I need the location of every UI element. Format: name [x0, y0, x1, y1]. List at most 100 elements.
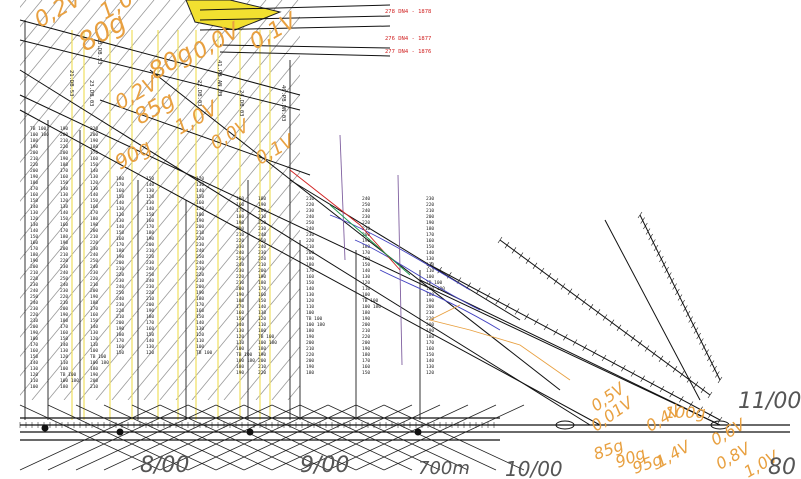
column-value: 200 — [426, 214, 434, 220]
column-value: 120 — [90, 180, 98, 186]
column-value: 160 — [30, 240, 38, 246]
track-tick — [643, 222, 648, 230]
column-lines — [24, 20, 421, 420]
hatch-line — [95, 0, 300, 400]
orange-label: 100g — [665, 403, 706, 422]
hatch-line — [640, 0, 801, 400]
yellow-lines — [71, 30, 271, 420]
track-tick — [574, 293, 580, 300]
column-title: 24.DB.03 — [238, 90, 244, 117]
column-value: 150 — [426, 352, 434, 358]
hatch-line — [175, 0, 300, 400]
column-value: 170 — [236, 304, 244, 310]
column-value: 150 — [60, 180, 68, 186]
hatch-line — [688, 0, 801, 400]
column-value: 150 — [362, 370, 370, 376]
diagonal-track — [419, 279, 721, 426]
hatch-line — [20, 0, 219, 400]
column-value: 180 — [146, 230, 154, 236]
track-tick — [560, 283, 566, 290]
track-tick — [637, 340, 643, 347]
column-value: 160 — [236, 202, 244, 208]
track-tick — [717, 416, 723, 424]
column-value: 120 — [258, 316, 266, 322]
track-tick — [543, 323, 549, 331]
column-value: 180 — [30, 180, 38, 186]
column-value: 250 — [236, 256, 244, 262]
annotation-stroke — [354, 239, 481, 311]
column-value: 240 — [116, 284, 124, 290]
column-value: 210 — [196, 230, 204, 236]
column-value: 190 — [90, 222, 98, 228]
column-value: 140 — [116, 200, 124, 206]
fan-line — [19, 404, 161, 471]
column-value: 100 — [306, 310, 314, 316]
column-value: 170 — [236, 208, 244, 214]
column-value: 190 — [196, 290, 204, 296]
column-value: 210 — [306, 196, 314, 202]
column-value: 180 — [426, 226, 434, 232]
column-value: 140 — [236, 322, 244, 328]
column-value: 190 — [426, 328, 434, 334]
column-value: 200 — [60, 246, 68, 252]
column-value: 200 — [306, 340, 314, 346]
column-value: 210 — [90, 234, 98, 240]
column-value: 180 — [116, 248, 124, 254]
column-value: 140 — [146, 206, 154, 212]
track-tick — [653, 244, 659, 252]
hatch-line — [480, 0, 801, 400]
switch-symbol — [555, 420, 575, 430]
diagonal-track — [19, 109, 601, 426]
hatch-line — [592, 0, 801, 400]
column-value: 220 — [426, 202, 434, 208]
hatch-line — [20, 0, 203, 400]
column-value: 160 — [116, 236, 124, 242]
track-tick — [691, 321, 696, 329]
column-value: 190 — [426, 220, 434, 226]
track-tick — [709, 360, 715, 367]
column-value: 100 — [258, 328, 266, 334]
hatch-line — [20, 0, 299, 400]
column-value: 160 — [426, 238, 434, 244]
column-value: 200 — [258, 268, 266, 274]
column-value: 110 — [258, 322, 266, 328]
column-value: 190 — [306, 256, 314, 262]
fan-line — [159, 404, 301, 471]
column-value: 200 — [90, 132, 98, 138]
column-value: 150 — [146, 332, 154, 338]
track-tick — [427, 261, 433, 269]
column-value: 140 — [146, 182, 154, 188]
column-value: 200 — [306, 250, 314, 256]
column-value: 200 — [426, 322, 434, 328]
column-value: 150 — [60, 216, 68, 222]
column-value: 200 — [306, 358, 314, 364]
track-tick — [601, 354, 607, 362]
column-value: 130 — [60, 348, 68, 354]
column-value: 150 — [362, 262, 370, 268]
column-value: 230 — [362, 214, 370, 220]
column-value: 160 — [116, 344, 124, 350]
hatch-line — [20, 0, 107, 400]
hatch-line — [127, 0, 300, 400]
track-tick — [708, 411, 713, 418]
column-value: 250 — [30, 294, 38, 300]
column-value: 190 — [362, 316, 370, 322]
column-value: 110 — [196, 338, 204, 344]
hatch-line — [191, 0, 300, 400]
column-value: 210 — [146, 248, 154, 254]
column-value: 180 — [426, 292, 434, 298]
column-value: 130 — [258, 310, 266, 316]
column-value: 190 — [258, 352, 266, 358]
fan-line — [243, 404, 385, 471]
column-value: 180 — [258, 346, 266, 352]
column-value: 200 — [196, 284, 204, 290]
column-title: 22.DB.03 — [196, 80, 202, 107]
track-tick — [664, 266, 669, 274]
hatch-line — [20, 0, 300, 400]
gray-label: 11/00 — [738, 389, 801, 414]
track-tick — [567, 288, 573, 295]
track-tick — [688, 401, 694, 408]
hatch-line — [0, 0, 10, 400]
column-value: 130 — [60, 192, 68, 198]
column-value: 180 — [258, 280, 266, 286]
